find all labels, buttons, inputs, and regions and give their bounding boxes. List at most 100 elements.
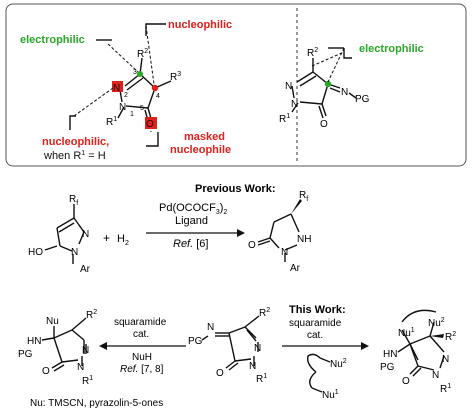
- prev-sm-rf: Rf: [69, 194, 78, 207]
- right-top-electrophilic-label: electrophilic: [359, 43, 424, 55]
- bottom-right-nu2: Nu2: [428, 317, 445, 329]
- prev-reagent-pd: Pd(OCOCF3)2: [159, 202, 227, 216]
- bottom-right-nu1: Nu1: [398, 327, 415, 339]
- right-top-n-imine: N: [341, 87, 348, 98]
- bottom-left-cond-3: NuH: [132, 352, 152, 363]
- bottom-right-wedge: [430, 334, 444, 338]
- prev-arrow-head: [237, 229, 245, 237]
- left-electrophilic-label: electrophilic: [20, 34, 85, 46]
- left-r3: R3: [170, 71, 181, 83]
- prev-product-o: O: [248, 240, 256, 251]
- left-masked-label: masked: [184, 131, 225, 143]
- bottom-left-cond-1: squaramide: [114, 317, 167, 328]
- bottom-right-cond-2: cat.: [307, 330, 323, 341]
- previous-work-title: Previous Work:: [195, 183, 276, 195]
- prev-sm-n2: N: [82, 229, 89, 240]
- right-top-pg: PG: [355, 94, 370, 105]
- bottom-center-o: O: [216, 368, 224, 379]
- n2-highlight: [112, 81, 123, 92]
- bottom-left-hn: HN: [27, 336, 41, 347]
- left-r2: R2: [137, 48, 148, 60]
- dinucleophile-linker: [306, 353, 331, 393]
- prev-product-ring: [257, 213, 300, 262]
- bottom-center-n1: N: [249, 361, 256, 372]
- left-atom-n1: N: [119, 102, 126, 113]
- prev-plus: +: [103, 231, 110, 245]
- prev-product-ar: Ar: [290, 263, 301, 274]
- prev-reagent-ref: Ref. [6]: [173, 238, 208, 250]
- prev-sm-n1: N: [71, 247, 78, 258]
- prev-product-wedge: [291, 199, 302, 214]
- bottom-center-n2: N: [254, 343, 261, 354]
- prev-reagent-ligand: Ligand: [175, 215, 208, 227]
- right-top-dashed-pointers: [311, 47, 345, 83]
- left-when-label: when R1 = H: [43, 150, 106, 162]
- right-top-n2: N: [285, 81, 292, 92]
- left-atom-o: O: [146, 119, 154, 130]
- bottom-left-n2: N: [82, 345, 89, 356]
- bottom-right-r1: R1: [440, 383, 451, 395]
- dinucleophile-nu1: Nu1: [322, 389, 339, 401]
- left-ring-num-1: 1: [130, 111, 134, 118]
- dinucleophile-nu2: Nu2: [330, 358, 347, 370]
- bottom-right-n2: N: [442, 354, 449, 365]
- right-top-r1: R1: [279, 113, 290, 125]
- bottom-right-o: O: [402, 376, 410, 387]
- c3-dot: [137, 71, 143, 77]
- right-top-n1: N: [291, 99, 298, 110]
- top-panel-frame: [5, 3, 467, 167]
- left-pyrazolone: [117, 57, 172, 125]
- bottom-left-r2: R2: [86, 309, 97, 321]
- right-top-c4-dot: [324, 80, 332, 88]
- bottom-left-n1: N: [77, 362, 84, 373]
- left-nucleophile-label: nucleophile: [170, 144, 231, 156]
- bottom-left-cond-4: Ref. [7, 8]: [120, 364, 164, 375]
- bottom-right-r2: R2: [445, 331, 456, 343]
- right-top-r2: R2: [307, 47, 318, 59]
- left-ring-num-4: 4: [156, 93, 160, 100]
- bottom-left-o: O: [42, 366, 50, 377]
- left-ring-num-2: 2: [124, 92, 128, 99]
- prev-product-rf: Rf: [299, 190, 308, 203]
- left-ring-num-3: 3: [133, 69, 137, 76]
- bottom-right-hn: HN: [383, 349, 397, 360]
- left-atom-n2: N: [113, 83, 120, 94]
- o-highlight: [145, 117, 157, 129]
- left-solid-leaders: [69, 23, 166, 147]
- right-top-n-pg-bond: [348, 92, 357, 99]
- left-ring-num-5: 5: [140, 105, 144, 112]
- bottom-left-arrow-head: [99, 342, 107, 350]
- left-nucleophilic-bottom-label: nucleophilic,: [42, 136, 109, 148]
- bottom-left-nu: Nu: [46, 316, 59, 327]
- bottom-right-pg: PG: [380, 362, 395, 373]
- right-top-pyrazolone: [291, 58, 341, 119]
- prev-sm-ho: HO: [28, 247, 43, 258]
- prev-sm-pyrazole: [44, 204, 85, 264]
- right-top-o: O: [320, 119, 328, 130]
- prev-h2: H2: [117, 233, 129, 247]
- bottom-right-product: [397, 309, 445, 377]
- prev-product-n: N: [281, 247, 288, 258]
- bottom-right-n1: N: [432, 370, 439, 381]
- bottom-center-n-imine: N: [207, 322, 214, 333]
- bottom-left-pg: PG: [18, 349, 33, 360]
- bottom-right-arrow-head: [361, 342, 369, 350]
- bottom-left-cond-2: cat.: [133, 329, 149, 340]
- bottom-center-ring: [215, 315, 260, 371]
- left-dashed-pointers: [73, 25, 155, 132]
- bottom-center-pg: PG: [188, 336, 203, 347]
- bottom-center-r1: R1: [256, 373, 267, 385]
- this-work-title: This Work:: [289, 304, 346, 316]
- bottom-left-product-ring: [41, 317, 87, 372]
- nucleophile-footnote: Nu: TMSCN, pyrazolin-5-ones: [30, 398, 163, 409]
- prev-sm-ar: Ar: [80, 264, 91, 275]
- left-r1: R1: [106, 116, 117, 128]
- right-top-leader: [343, 48, 352, 59]
- bottom-left-r1: R1: [82, 375, 93, 387]
- bottom-right-cond-1: squaramide: [289, 318, 342, 329]
- prev-product-nh: NH: [297, 234, 311, 245]
- bottom-center-r2: R2: [259, 307, 270, 319]
- c4-dot: [151, 84, 159, 92]
- left-nucleophilic-top-label: nucleophilic: [168, 19, 232, 31]
